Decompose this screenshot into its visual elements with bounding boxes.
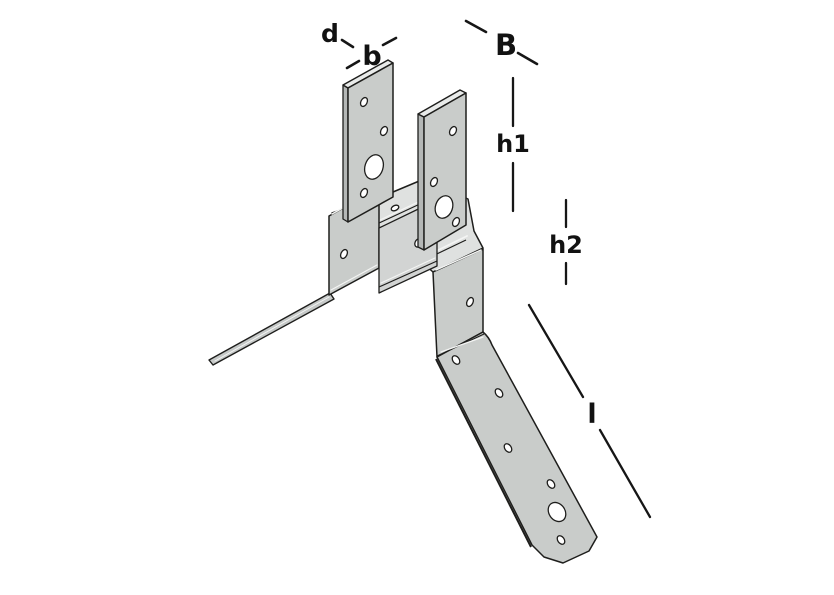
leg-hole-large [547, 501, 567, 523]
right-plate-hole-small [429, 176, 439, 188]
leg-hole-small [494, 388, 504, 398]
rear-leg-highlight [214, 296, 330, 362]
right-plate-face [423, 92, 467, 251]
interior-bottom-crease [378, 260, 438, 288]
dim-label-h1: h1 [496, 130, 530, 158]
stirrup-plate-right [417, 89, 467, 251]
left-plate-hole-small [359, 187, 369, 199]
dim-label-B: B [495, 28, 517, 62]
left-plate-hole-large [363, 154, 385, 180]
step-hole [465, 296, 475, 308]
leg-thickness-edge [435, 358, 532, 548]
right-plate-hole-small [451, 216, 461, 228]
right-plate-side [417, 113, 425, 251]
front-leg-face [436, 331, 598, 564]
leg-bend-highlight [440, 336, 484, 353]
stirrup-plate-left [342, 59, 394, 223]
left-plate-hole-small [379, 125, 389, 137]
dim-dash-b-right [381, 36, 398, 47]
dim-dash-d [340, 38, 355, 49]
front-leg [435, 331, 598, 564]
step-top-bend-highlight [435, 249, 482, 271]
dim-dash-B-right [516, 51, 539, 66]
leg-hole-small [546, 479, 556, 489]
leg-hole-small [556, 535, 566, 545]
right-plate-hole-small [448, 125, 458, 137]
dimensions: d b B h1 h2 l [321, 19, 652, 519]
dim-label-d: d [321, 19, 339, 48]
rear-leg [208, 292, 335, 366]
left-plate-hole-small [359, 96, 369, 108]
dim-label-l: l [587, 399, 596, 430]
flange-bottom-bend-highlight [330, 264, 378, 291]
dim-line-l-lower [598, 428, 652, 519]
dim-label-b: b [362, 41, 381, 72]
flange-hole [339, 248, 349, 260]
interior-bottom-highlight [380, 257, 436, 284]
leg-hole-small [451, 355, 461, 365]
dim-label-h2: h2 [549, 231, 583, 259]
leg-hole-small [503, 443, 513, 453]
dim-dash-B-left [464, 19, 488, 34]
left-plate-face [347, 62, 394, 223]
deck-hole [390, 204, 400, 212]
right-plate-hole-large [434, 195, 454, 219]
dim-line-l-upper [527, 303, 585, 399]
dim-dash-b-left [345, 59, 361, 70]
